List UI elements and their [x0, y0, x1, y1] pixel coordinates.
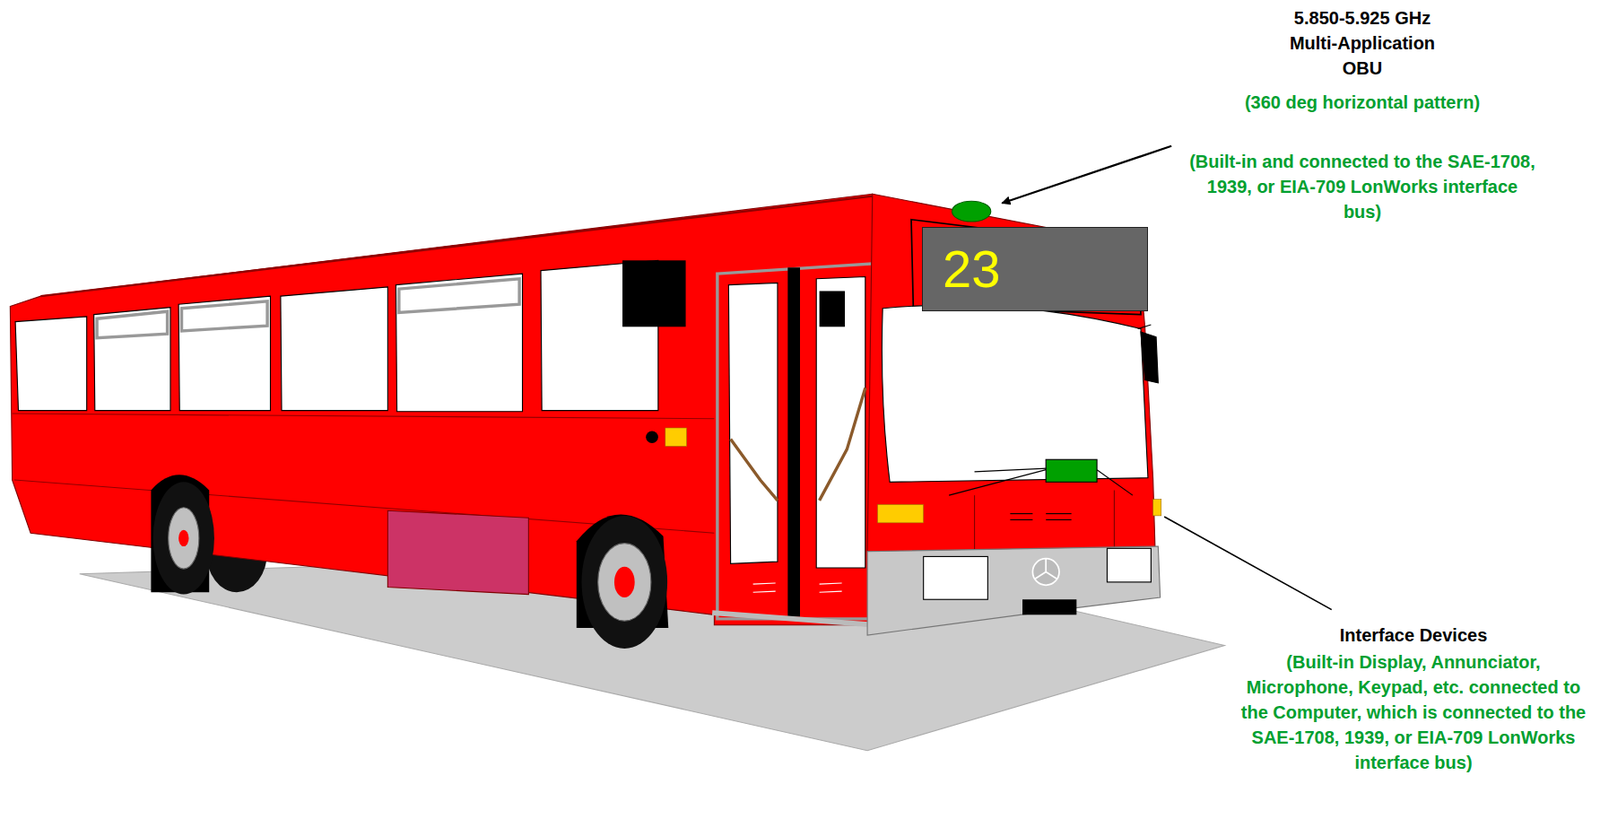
leader-line — [1164, 516, 1332, 610]
device-note: (Built-in and connected to the SAE-1708,… — [1187, 148, 1538, 225]
mirror-arm — [1138, 324, 1152, 330]
indicator-light — [877, 504, 923, 522]
sliding-vent — [182, 301, 269, 331]
side-window — [15, 316, 87, 411]
grille-slot — [1009, 513, 1033, 514]
handrail — [730, 439, 778, 501]
door-glass — [728, 282, 778, 564]
corner-indicator — [1153, 499, 1162, 516]
grille-slot — [1009, 519, 1033, 521]
windshield — [881, 304, 1148, 482]
headlight — [1106, 547, 1151, 583]
wiper — [1096, 469, 1133, 496]
door-vent — [819, 591, 843, 592]
front-panel-line — [1113, 489, 1115, 548]
grille-slot — [1045, 519, 1071, 521]
headlight — [923, 556, 989, 600]
bus-side — [9, 193, 886, 625]
waist-line — [12, 413, 715, 419]
side-mirror — [1140, 331, 1158, 383]
side-window — [280, 286, 388, 411]
device-note: (Built-in Display, Annunciator, Micropho… — [1235, 649, 1592, 775]
front-green-unit — [1045, 459, 1097, 482]
door-step — [712, 612, 875, 626]
maker-badge — [1032, 558, 1060, 586]
device-title: 5.850-5.925 GHz Multi-Application OBU — [1272, 5, 1453, 81]
side-window — [178, 295, 270, 411]
display-number: 23 — [942, 227, 1148, 311]
wiper — [948, 469, 1046, 496]
black-panel — [622, 260, 687, 327]
rear-hub — [168, 507, 200, 569]
front-hub — [598, 543, 652, 622]
front-hub-centre — [614, 566, 635, 598]
grille-slot — [1045, 513, 1071, 514]
side-window — [395, 273, 522, 412]
door-mirror — [819, 290, 845, 327]
rear-hub-centre — [178, 530, 189, 547]
handrail — [819, 388, 866, 501]
sliding-vent — [96, 311, 168, 339]
door-vent — [753, 582, 776, 584]
destination-display: 23 — [921, 226, 1148, 312]
side-panel — [387, 510, 529, 594]
door-glass — [816, 277, 866, 568]
bus-front — [867, 193, 1156, 551]
badge-star — [1034, 558, 1058, 580]
front-panel-line — [973, 495, 975, 552]
device-note: (360 deg horizontal pattern) — [1187, 89, 1538, 115]
fuel-cap — [645, 430, 659, 444]
side-window — [94, 307, 171, 411]
front-tyre — [582, 515, 669, 649]
door-frame — [717, 263, 875, 619]
rear-tyre — [153, 481, 215, 594]
number-plate — [1022, 599, 1077, 615]
sliding-vent — [399, 278, 520, 314]
leader-arrow — [1001, 146, 1172, 204]
door-vent — [819, 582, 843, 584]
bumper — [867, 546, 1161, 635]
door-seam — [787, 267, 800, 617]
device-title: Interface Devices — [1235, 622, 1592, 648]
door-vent — [753, 591, 776, 592]
side-marker — [665, 427, 687, 446]
obu-dome — [952, 200, 992, 222]
